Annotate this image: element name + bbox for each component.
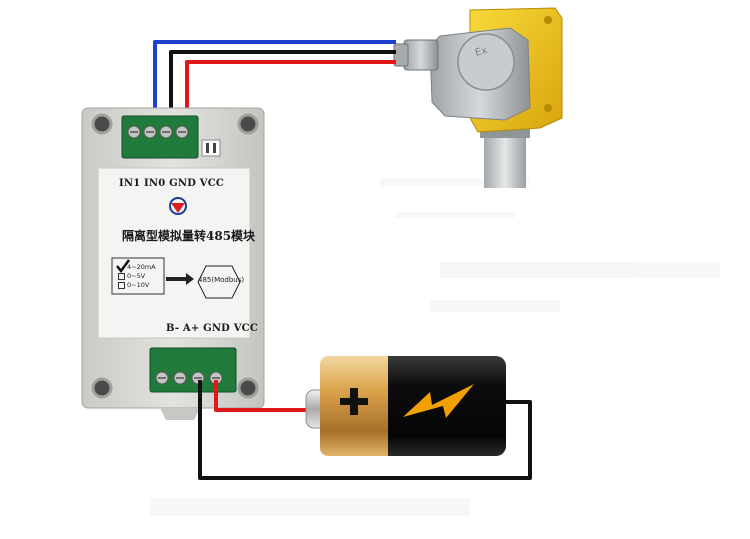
option-0-10v: 0~10V (118, 281, 149, 289)
protocol-label: 485(Modbus) (198, 276, 245, 284)
option-4-20ma: 4~20mA (127, 263, 156, 271)
mount-hole-tr (237, 113, 259, 135)
mount-hole-tl (91, 113, 113, 135)
wire-red-battery (214, 380, 316, 412)
output-terminal-block (149, 347, 237, 393)
module-label-panel (97, 167, 251, 339)
battery (305, 356, 506, 456)
module-title: 隔离型模拟量转485模块 (122, 229, 256, 243)
output-terminals-label: B- A+ GND VCC (166, 323, 258, 334)
gas-detector: Ex (393, 7, 563, 188)
wire-black-loop (198, 380, 532, 480)
background-watermark (150, 178, 720, 516)
option-0-5v: 0~5V (118, 272, 145, 280)
wire-black (169, 50, 396, 132)
input-options-frame (111, 257, 165, 295)
arrow-right-icon (166, 273, 194, 285)
checkmark-icon (116, 259, 131, 274)
protocol-hexagon (197, 265, 241, 299)
converter-module (81, 107, 265, 420)
battery-wires (198, 380, 532, 480)
brand-logo (169, 197, 187, 215)
wire-blue (153, 40, 396, 132)
ex-mark: Ex (474, 45, 489, 59)
mount-hole-bl (91, 377, 113, 399)
input-terminals-label: IN1 IN0 GND VCC (119, 178, 225, 189)
mount-hole-br (237, 377, 259, 399)
lightning-bolt-icon (403, 384, 474, 418)
